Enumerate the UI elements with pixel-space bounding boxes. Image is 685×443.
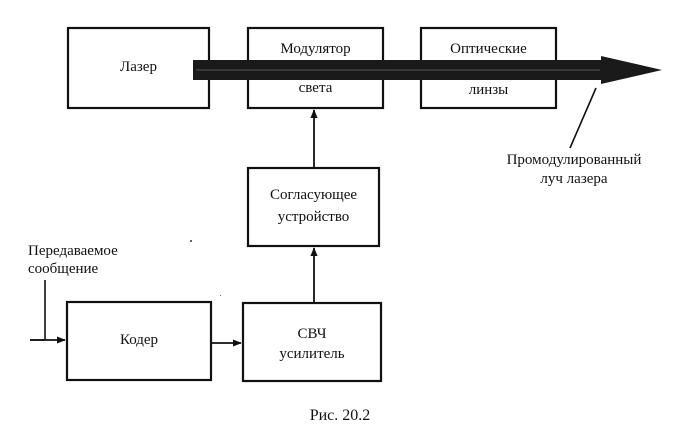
laser-block: [66, 26, 211, 110]
coder-label: Кодер: [119, 332, 159, 348]
laser-label: Лазер: [120, 59, 157, 75]
beam-label-line2: луч лазера: [540, 171, 608, 187]
figure-caption: Рис. 20.2: [309, 407, 371, 424]
modulator-label-line1: Модулятор: [280, 41, 351, 57]
amplifier-label-line1: СВЧ: [297, 326, 327, 342]
beam-label-line1: Промодулированный: [506, 152, 642, 168]
coder-block: [65, 300, 213, 382]
matching-label-line1: Согласующее: [269, 187, 358, 203]
lenses-label-line2: линзы: [468, 82, 509, 98]
lenses-label-line1: Оптические: [450, 41, 527, 57]
amplifier-block: [241, 301, 383, 383]
matching-device-block: [246, 166, 381, 248]
beam-pointer-line: [569, 87, 597, 149]
matching-label-line2: устройство: [277, 209, 350, 225]
message-label-line1: Передаваемое: [28, 243, 118, 259]
message-input-line: [30, 280, 46, 341]
message-label-line2: сообщение: [28, 261, 99, 277]
modulator-label-line2: света: [298, 80, 333, 96]
amplifier-label-line2: усилитель: [279, 346, 345, 362]
scan-speck: [220, 295, 221, 296]
scan-speck: [190, 240, 192, 242]
